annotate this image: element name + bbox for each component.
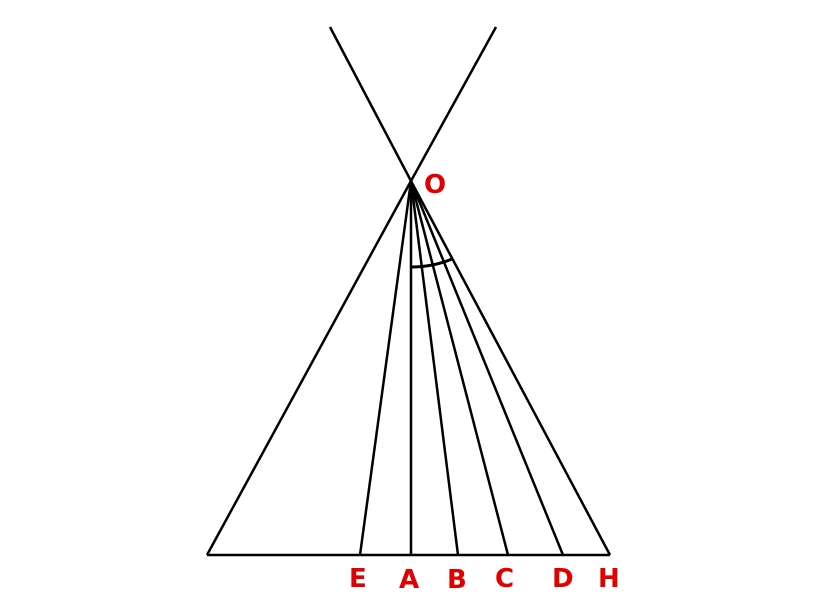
label-e: E bbox=[349, 564, 367, 594]
extension-line-right bbox=[409, 26, 498, 182]
angle-arc bbox=[410, 257, 453, 269]
label-c: C bbox=[495, 564, 514, 594]
label-d: D bbox=[552, 564, 574, 594]
label-b: B bbox=[447, 565, 467, 595]
segment-oc bbox=[409, 180, 510, 556]
extension-line-left bbox=[328, 26, 413, 182]
segment-oe bbox=[358, 180, 413, 556]
segment-oh bbox=[409, 180, 612, 556]
label-a: A bbox=[399, 565, 419, 595]
segment-o-left-end bbox=[205, 180, 413, 556]
segment-od bbox=[409, 180, 565, 556]
label-o: O bbox=[424, 170, 446, 200]
label-h: H bbox=[598, 564, 620, 594]
segment-ob bbox=[409, 180, 460, 556]
